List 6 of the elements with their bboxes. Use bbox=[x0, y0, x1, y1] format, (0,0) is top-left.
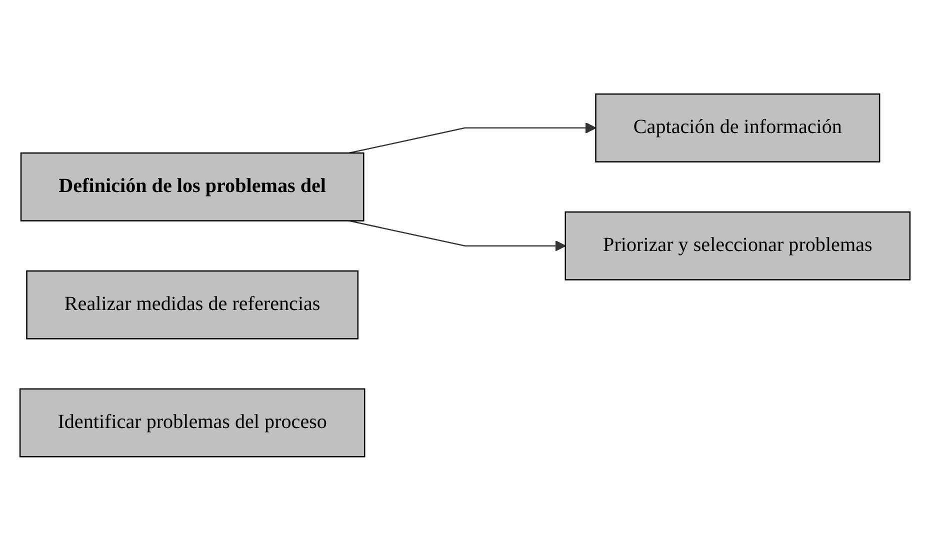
node-box: Realizar medidas de referencias bbox=[26, 270, 359, 339]
node-box: Definición de los problemas del bbox=[20, 152, 364, 222]
node-box: Priorizar y seleccionar problemas bbox=[564, 211, 911, 280]
arrow bbox=[348, 220, 566, 252]
node-box: Identificar problemas del proceso bbox=[19, 388, 366, 457]
node-box: Captación de información bbox=[595, 93, 880, 162]
